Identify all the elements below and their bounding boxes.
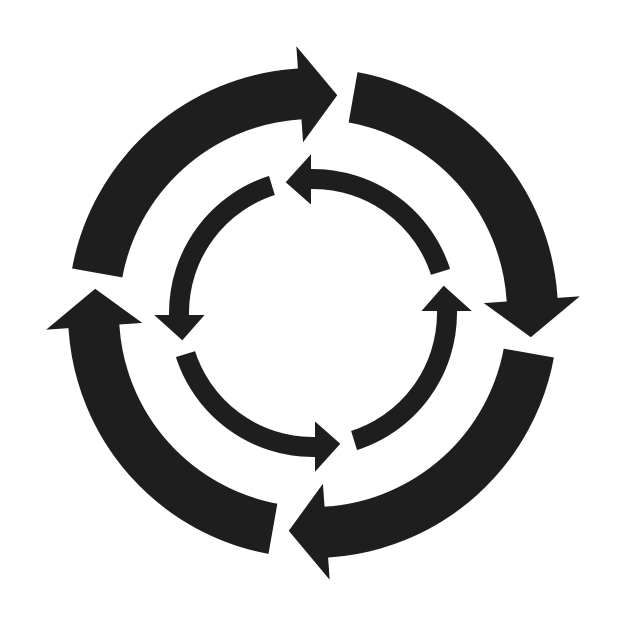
outer-ring-arrow-icon (344, 67, 592, 343)
outer-ring-arrow-icon (283, 344, 559, 592)
inner-ring-arrow-icon (170, 346, 346, 483)
inner-ring-arrow-icon (143, 170, 280, 346)
outer-ring-arrow-icon (34, 283, 282, 559)
inner-ring-arrow-icon (346, 280, 483, 456)
inner-ring (143, 143, 483, 483)
outer-ring-arrow-icon (67, 34, 343, 282)
inner-ring-arrow-icon (280, 143, 456, 280)
outer-ring (34, 34, 592, 592)
